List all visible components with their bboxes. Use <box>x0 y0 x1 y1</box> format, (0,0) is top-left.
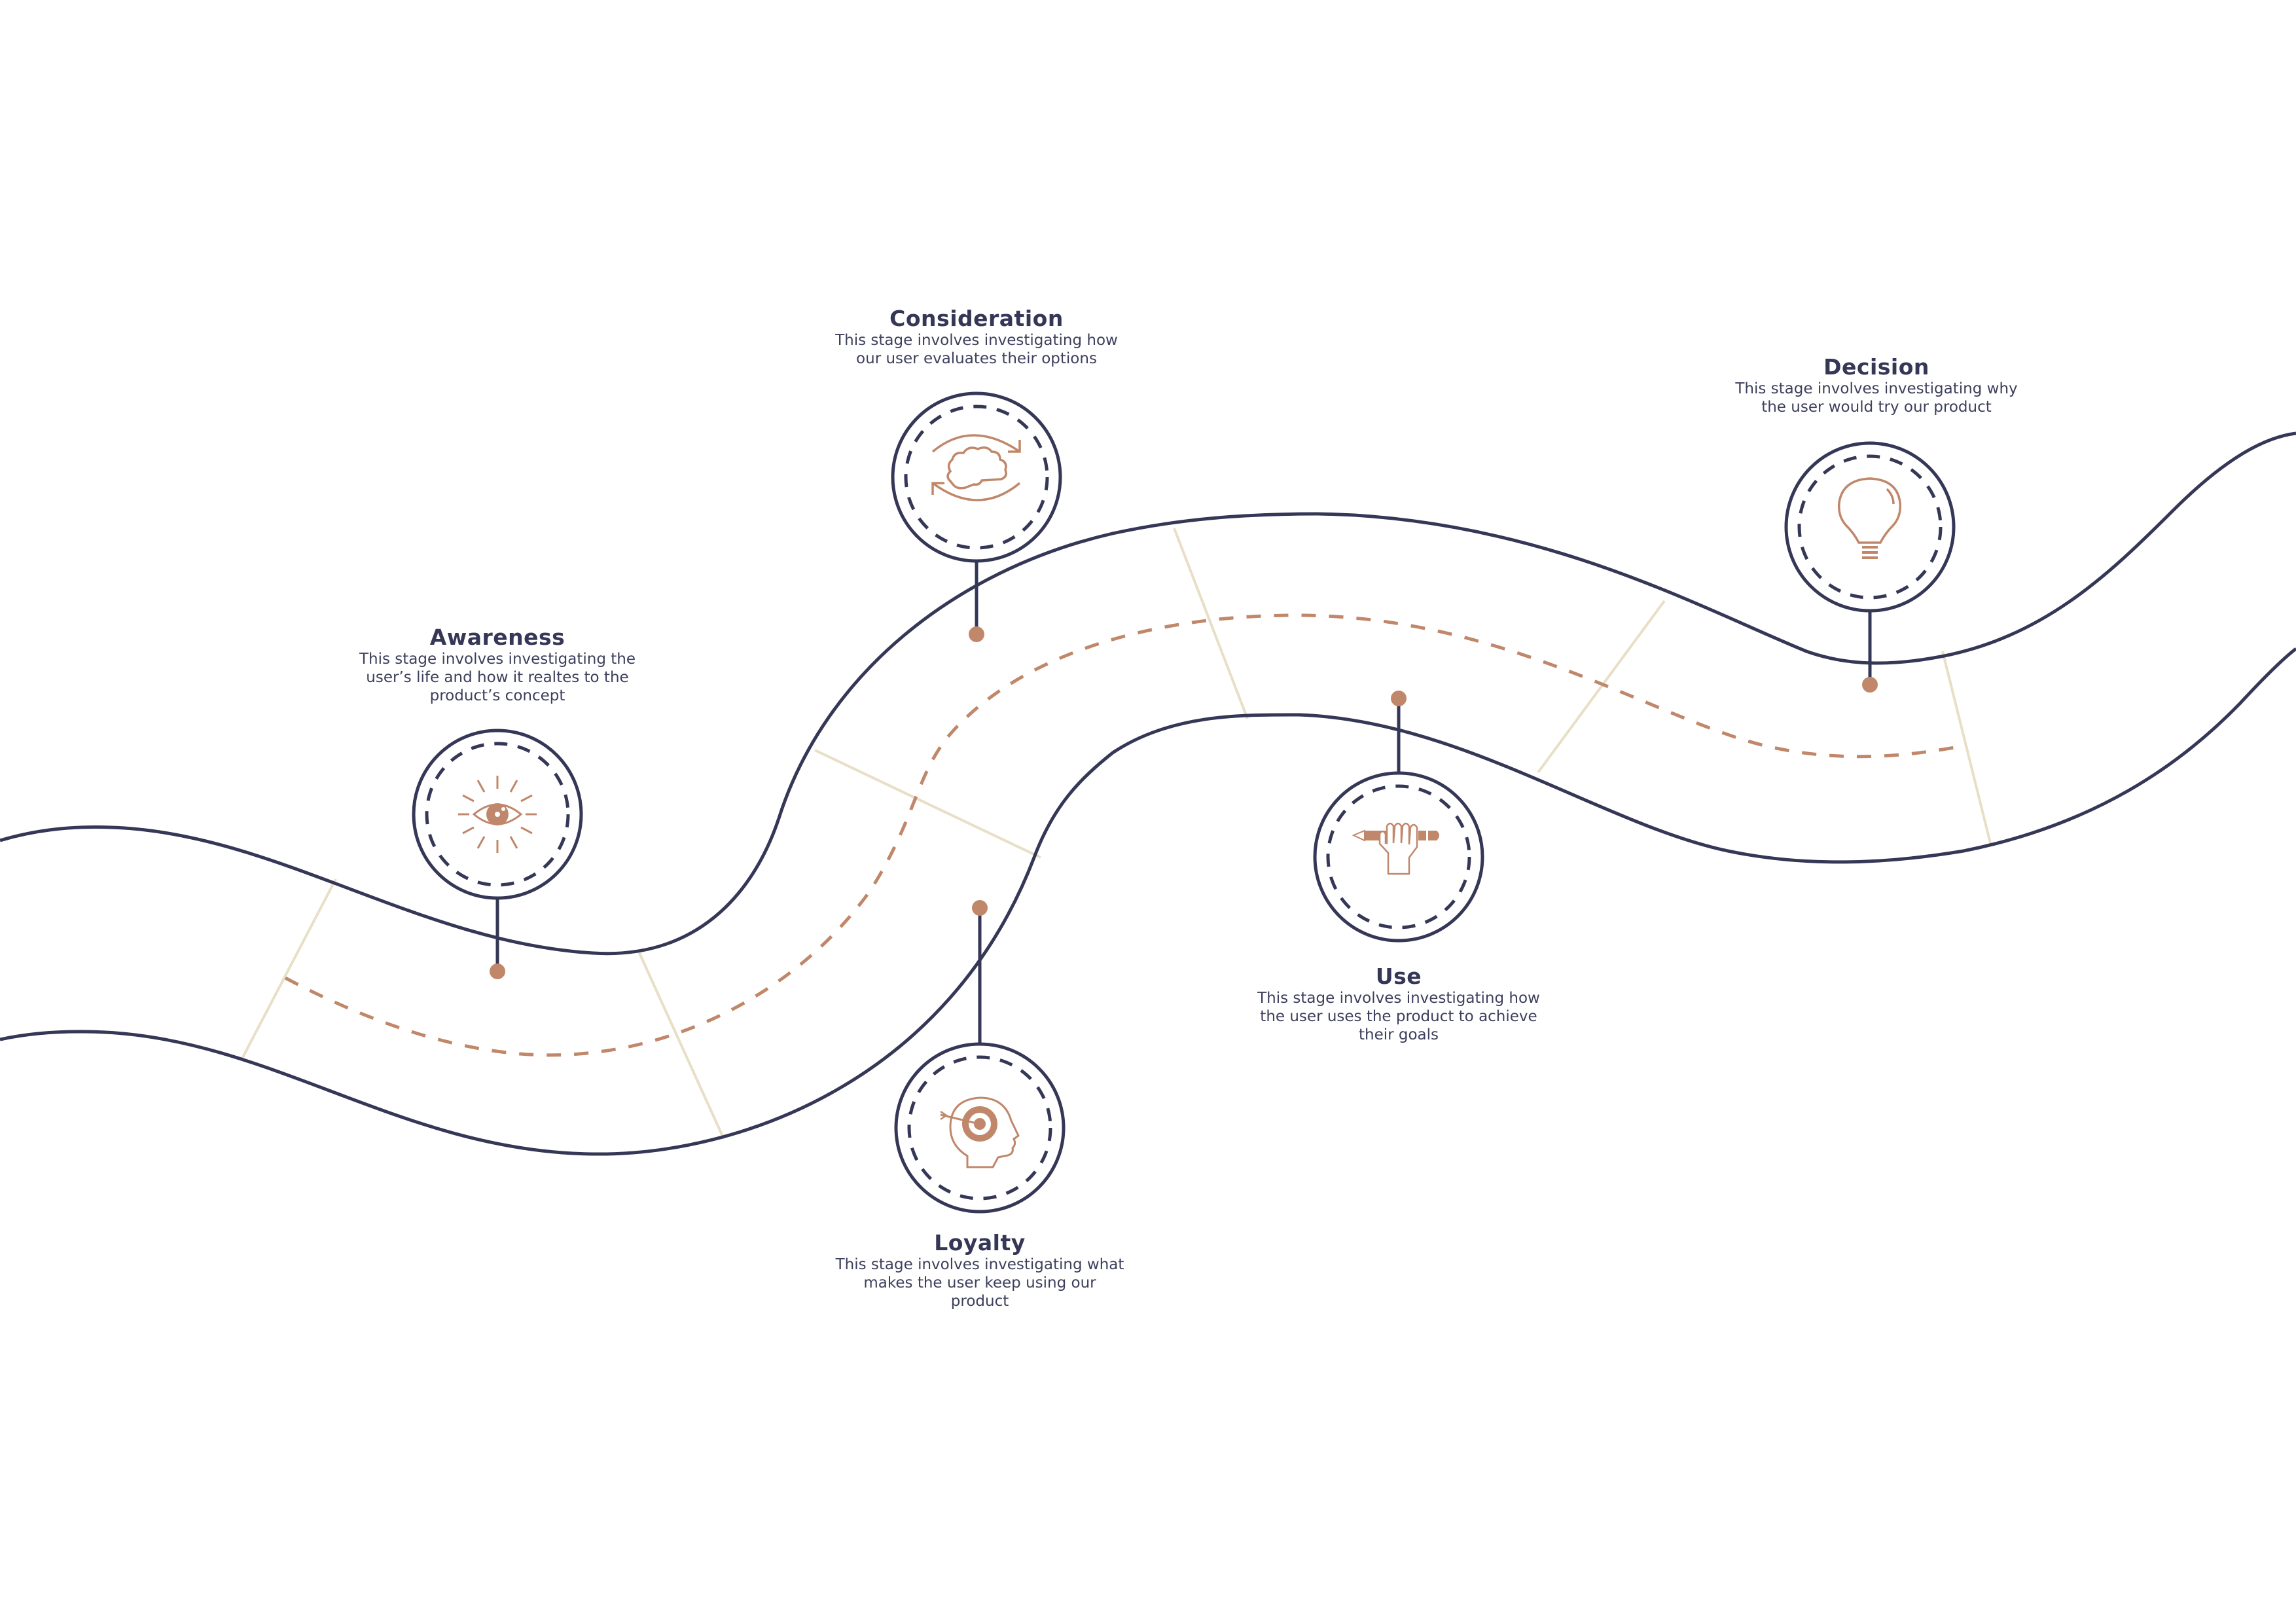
stage-description-line: user’s life and how it realtes to the <box>366 669 629 686</box>
marker-pin-dot <box>969 626 984 642</box>
road-divider <box>1941 651 1992 846</box>
marker-pin-dot <box>490 964 505 979</box>
road-divider <box>1537 600 1666 774</box>
head-target-icon <box>940 1096 1020 1168</box>
stage-description-line: the user uses the product to achieve <box>1260 1008 1537 1025</box>
marker-dashed-ring <box>904 405 1049 550</box>
eye-icon <box>458 776 537 853</box>
stage-description-line: product’s concept <box>429 687 565 704</box>
road-dividers <box>241 528 1992 1140</box>
brain-cycle-icon <box>931 434 1021 501</box>
stage-description-line: This stage involves investigating the <box>359 651 636 668</box>
hand-pencil-icon <box>1352 822 1439 875</box>
stage-description-line: the user would try our product <box>1761 399 1992 416</box>
stage-label-decision: Decision This stage involves investigati… <box>1706 355 2047 416</box>
road-lower-edge <box>0 647 2296 1156</box>
marker-dashed-ring <box>425 742 570 887</box>
stage-marker-decision[interactable] <box>1784 441 1956 693</box>
stage-description-line: our user evaluates their options <box>856 350 1097 367</box>
stage-label-awareness: Awareness This stage involves investigat… <box>327 625 668 705</box>
stage-title: Consideration <box>889 306 1064 331</box>
road-divider <box>637 951 725 1140</box>
marker-pin-dot <box>972 900 988 916</box>
road-divider <box>1173 528 1249 719</box>
stage-description-line: This stage involves investigating how <box>835 332 1118 349</box>
stage-description-line: their goals <box>1358 1026 1439 1043</box>
stage-title: Loyalty <box>934 1230 1026 1255</box>
lightbulb-icon <box>1837 477 1902 559</box>
stage-marker-loyalty[interactable] <box>894 900 1066 1214</box>
stage-marker-awareness[interactable] <box>412 729 583 979</box>
marker-outer-ring <box>891 391 1062 563</box>
stage-title: Use <box>1375 964 1422 989</box>
stage-description-line: product <box>950 1293 1009 1310</box>
stage-label-use: Use This stage involves investigating ho… <box>1229 964 1569 1044</box>
road-divider <box>814 749 1041 859</box>
stage-description-line: makes the user keep using our <box>863 1274 1096 1291</box>
stage-label-consideration: Consideration This stage involves invest… <box>806 306 1147 368</box>
stage-description-line: This stage involves investigating why <box>1735 380 2018 397</box>
stage-label-loyalty: Loyalty This stage involves investigatin… <box>810 1231 1150 1310</box>
marker-pin-dot <box>1862 677 1878 693</box>
marker-outer-ring <box>1784 441 1956 613</box>
stage-marker-use[interactable] <box>1313 691 1484 943</box>
road-center-dashed-line <box>284 613 1967 1057</box>
marker-pin-dot <box>1391 691 1407 706</box>
stage-title: Decision <box>1823 354 1929 380</box>
road-upper-edge <box>0 431 2296 956</box>
marker-dashed-ring <box>907 1055 1052 1200</box>
marker-dashed-ring <box>1797 454 1943 600</box>
stage-title: Awareness <box>429 624 565 650</box>
stage-description-line: This stage involves investigating how <box>1257 990 1540 1007</box>
marker-dashed-ring <box>1326 784 1471 929</box>
stage-description-line: This stage involves investigating what <box>835 1256 1124 1273</box>
stage-marker-consideration[interactable] <box>891 391 1062 642</box>
road-divider <box>241 878 337 1059</box>
